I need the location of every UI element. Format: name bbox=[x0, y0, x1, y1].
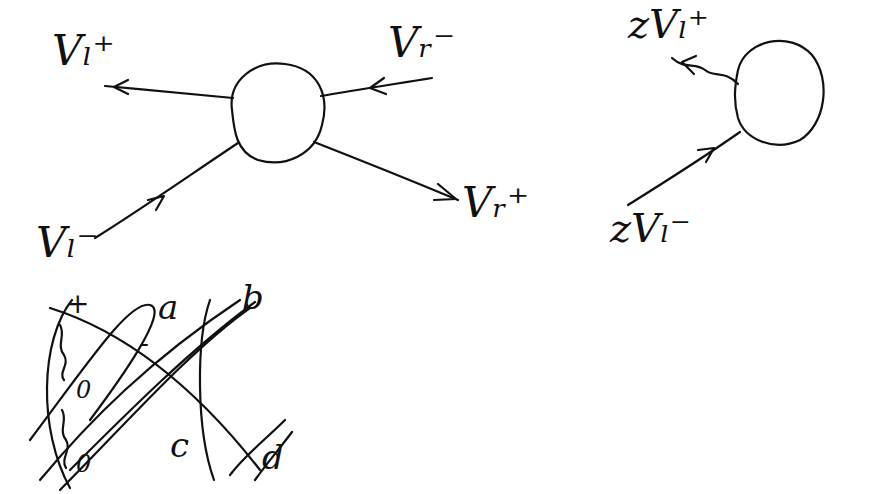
scribble bbox=[50, 308, 260, 470]
port-line bbox=[321, 78, 432, 96]
signal-label: zVₗ⁺ bbox=[628, 4, 709, 44]
scribble bbox=[62, 410, 68, 468]
matrix-entry: - bbox=[140, 330, 149, 356]
scribble bbox=[60, 325, 66, 380]
port-line bbox=[314, 142, 458, 200]
matrix-entry: b bbox=[242, 280, 264, 314]
port-line bbox=[95, 143, 238, 238]
load-blob bbox=[735, 41, 824, 145]
scribble bbox=[60, 308, 250, 490]
arrow-head bbox=[148, 196, 164, 210]
arrow-head bbox=[682, 56, 696, 74]
signal-label: Vₗ⁻ bbox=[36, 222, 99, 264]
matrix-entry: + bbox=[66, 290, 89, 318]
arrow-head bbox=[370, 78, 386, 94]
signal-label: zVₗ⁻ bbox=[610, 208, 691, 248]
matrix-entry: 0 bbox=[76, 378, 91, 402]
arrow-head bbox=[114, 80, 128, 94]
matrix-entry: 0 bbox=[76, 452, 91, 476]
signal-label: Vᵣ⁻ bbox=[388, 22, 455, 64]
signal-label: Vₗ⁺ bbox=[52, 30, 115, 72]
matrix-entry: c bbox=[170, 428, 189, 462]
scribble bbox=[255, 432, 292, 480]
scribble bbox=[30, 305, 155, 440]
matrix-entry: d bbox=[262, 440, 284, 474]
matrix-entry: a bbox=[158, 290, 178, 324]
scribble bbox=[40, 300, 240, 480]
arrow-head bbox=[698, 148, 714, 162]
bracket bbox=[47, 300, 72, 488]
port-line bbox=[628, 132, 740, 205]
scribble bbox=[230, 420, 285, 475]
signal-label: Vᵣ⁺ bbox=[462, 182, 529, 224]
scattering-blob bbox=[232, 63, 325, 162]
arrow-head bbox=[434, 184, 456, 200]
